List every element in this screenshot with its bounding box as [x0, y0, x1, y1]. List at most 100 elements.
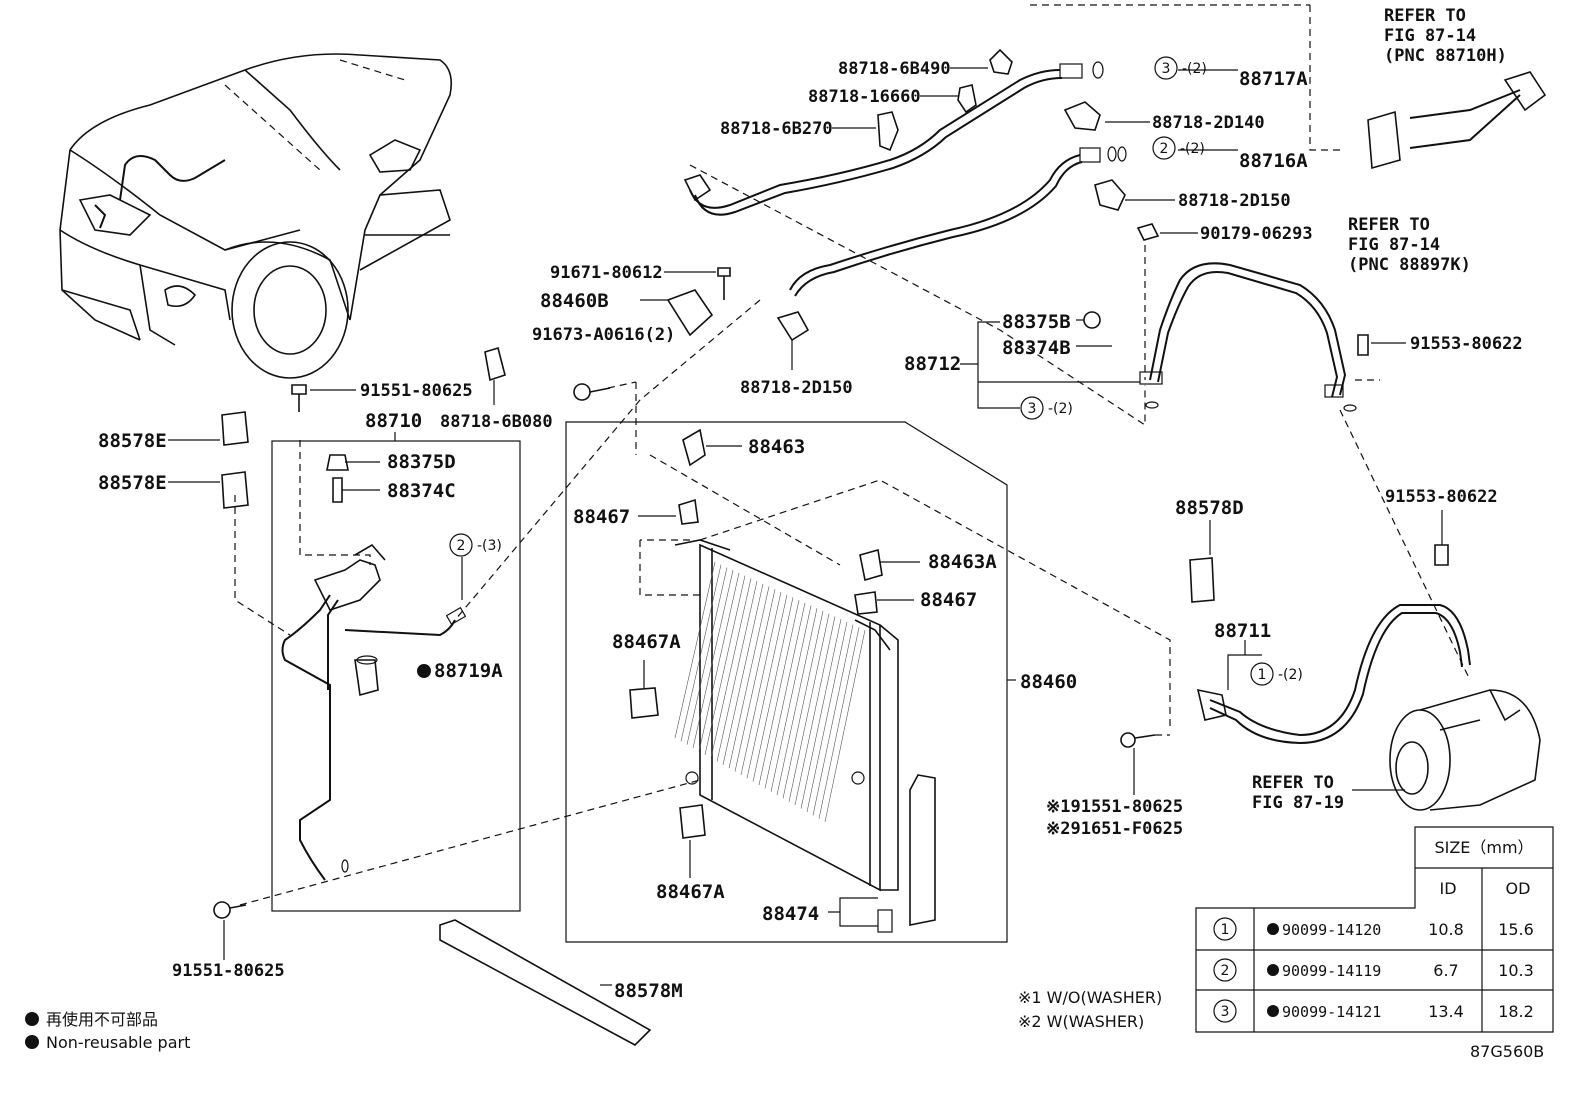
svg-text:18.2: 18.2	[1498, 1002, 1534, 1021]
bolt-91671-80612	[717, 267, 731, 300]
size-table-col-id: ID	[1439, 879, 1456, 898]
callout-88718-6B490: 88718-6B490	[838, 59, 951, 79]
bolt-191551-80625	[1120, 732, 1156, 748]
svg-text:10.8: 10.8	[1428, 920, 1464, 939]
washer-note-1: ※1 W/O(WASHER)	[1018, 988, 1162, 1007]
callout-91673-A0616: 91673-A0616(2)	[532, 325, 675, 345]
svg-text:FIG 87-19: FIG 87-19	[1252, 793, 1344, 813]
condenser-fin	[752, 597, 794, 782]
svg-text:-(2): -(2)	[1182, 61, 1207, 77]
bolt-91553-80622-b	[1434, 544, 1449, 566]
svg-text:-(3): -(3)	[477, 538, 502, 554]
svg-text:15.6: 15.6	[1498, 920, 1534, 939]
svg-text:2: 2	[457, 538, 466, 554]
condenser-fin	[812, 624, 854, 816]
group-box-88710	[271, 440, 521, 912]
compressor	[1389, 689, 1541, 811]
bracket-88463	[682, 428, 706, 467]
clamp-88718-2D150-top	[1094, 179, 1126, 211]
callout-88467A-upper: 88467A	[612, 631, 681, 653]
svg-text:2: 2	[1160, 141, 1169, 157]
clamp-88718-16660	[957, 84, 977, 114]
callout-88467A-lower: 88467A	[656, 881, 725, 903]
discharge-hose-88717A	[683, 61, 1104, 216]
svg-text:-(2): -(2)	[1048, 401, 1073, 417]
condenser-fin	[710, 578, 752, 759]
svg-text:90099-14121: 90099-14121	[1282, 1003, 1381, 1021]
condenser-fin	[686, 567, 728, 745]
cap-88375D	[326, 454, 349, 471]
leader-lines	[168, 67, 1443, 986]
vehicle-illustration	[59, 53, 453, 379]
svg-text:-(2): -(2)	[1278, 667, 1303, 683]
bracket-88460B	[666, 289, 714, 337]
condenser-fin	[746, 594, 788, 779]
bracket-88463A	[859, 548, 883, 582]
callout-88718-16660: 88718-16660	[808, 87, 921, 107]
callout-88460B: 88460B	[540, 290, 609, 312]
svg-text:REFER TO: REFER TO	[1384, 6, 1466, 26]
callout-91553-80622-b: 91553-80622	[1385, 487, 1498, 507]
cushion-88578E-2	[221, 471, 249, 509]
svg-text:2: 2	[1221, 963, 1230, 979]
callout-88578E-2: 88578E	[98, 472, 167, 494]
callout-88578D: 88578D	[1175, 497, 1244, 519]
callout-88718-6B080: 88718-6B080	[440, 412, 553, 432]
callout-88374C: 88374C	[387, 480, 456, 502]
condenser-fin	[692, 570, 734, 749]
hose-88711	[1196, 604, 1471, 745]
svg-text:(PNC 88710H): (PNC 88710H)	[1384, 46, 1507, 66]
condenser-fin	[704, 575, 746, 755]
svg-text:90099-14120: 90099-14120	[1282, 921, 1381, 939]
bolt-91551-80625-top	[291, 384, 307, 412]
clamp-88718-6B270	[877, 111, 899, 152]
clamp-88718-2D140	[1063, 101, 1101, 131]
condenser-fin	[740, 591, 782, 776]
legend-dot-icon	[25, 1012, 39, 1026]
size-table-col-od: OD	[1506, 879, 1531, 898]
bolt-91553-80622-a	[1357, 334, 1369, 356]
condenser-fin	[716, 580, 758, 762]
svg-text:-(2): -(2)	[1180, 141, 1205, 157]
cap-90179-06293	[1136, 223, 1160, 241]
callout-88719A: 88719A	[434, 660, 503, 682]
callout-91551-80625-top: 91551-80625	[360, 381, 473, 401]
size-table-row: 3 90099-14121 13.4 18.2	[1213, 999, 1534, 1023]
ring-ref-3: 3 -(2)	[1020, 396, 1073, 420]
svg-text:90099-14119: 90099-14119	[1282, 962, 1381, 980]
callout-88578E-1: 88578E	[98, 430, 167, 452]
callout-91553-80622-a: 91553-80622	[1410, 334, 1523, 354]
diagram-code: 87G560B	[1470, 1042, 1544, 1061]
clamp-88718-6B080	[484, 346, 506, 382]
seal-88578M	[439, 919, 652, 1046]
callout-88718-2D150-mid: 88718-2D150	[740, 378, 853, 398]
callout-291651-F0625: ※291651-F0625	[1046, 819, 1183, 839]
ring-ref-4: 2 -(3)	[449, 533, 502, 557]
refer-note-88710H: REFER TO FIG 87-14 (PNC 88710H)	[1384, 6, 1507, 66]
size-table-row: 1 90099-14120 10.8 15.6	[1213, 917, 1534, 941]
pipe-88712	[1139, 262, 1357, 412]
callout-91671-80612: 91671-80612	[550, 263, 663, 283]
callout-88375D: 88375D	[387, 451, 456, 473]
callout-88463: 88463	[748, 436, 805, 458]
callout-88374B: 88374B	[1002, 337, 1071, 359]
legend-en: Non-reusable part	[46, 1033, 190, 1052]
condenser-fin	[728, 586, 770, 769]
callout-88718-2D150-top: 88718-2D150	[1178, 191, 1291, 211]
callout-90179-06293: 90179-06293	[1200, 224, 1313, 244]
svg-text:(PNC 88897K): (PNC 88897K)	[1348, 255, 1471, 275]
condenser-fin	[764, 602, 806, 789]
condenser-88460	[674, 539, 899, 892]
condenser-fin	[782, 610, 824, 799]
cap-88375B	[1083, 311, 1101, 329]
refer-note-88897K: REFER TO FIG 87-14 (PNC 88897K)	[1348, 215, 1471, 275]
clamp-88718-2D150-mid	[776, 311, 810, 342]
clamp-88718-6B490	[989, 48, 1013, 75]
cushion-88467A-lower	[679, 804, 706, 839]
non-reusable-dot	[417, 664, 431, 678]
valve-core-88374C	[332, 477, 343, 503]
ring-ref-1: 3 -(2)	[1154, 56, 1207, 80]
callout-88375B: 88375B	[1002, 311, 1071, 333]
plate-88710H-area	[1367, 71, 1547, 170]
